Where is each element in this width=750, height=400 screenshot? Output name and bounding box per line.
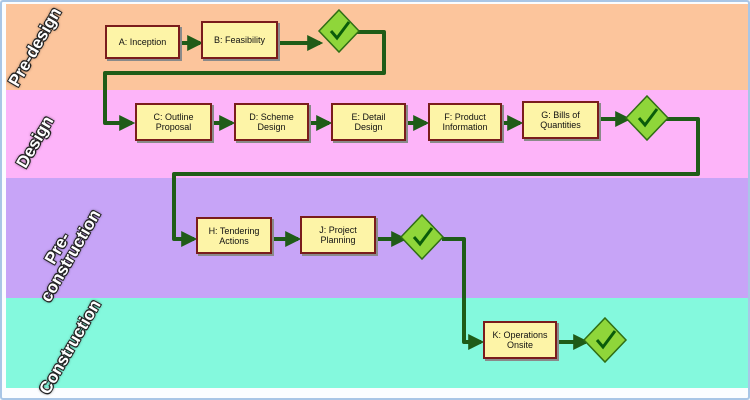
check-diamond-icon	[582, 316, 628, 364]
milestone-1	[317, 8, 361, 54]
connector-milestone3-k	[442, 237, 485, 350]
connector-milestone1-c	[103, 30, 386, 131]
check-diamond-icon	[317, 8, 361, 54]
check-diamond-icon	[399, 213, 445, 261]
milestone-2	[624, 94, 670, 142]
task-b-feasibility: B: Feasibility	[201, 21, 278, 59]
task-f-product-information: F: Product Information	[428, 103, 502, 141]
connector-milestone2-h	[172, 117, 700, 247]
task-c-outline-proposal: C: Outline Proposal	[135, 103, 212, 141]
task-g-bills-of-quantities: G: Bills of Quantities	[522, 101, 599, 139]
task-a-inception: A: Inception	[105, 25, 180, 59]
lane-construction	[6, 298, 748, 388]
check-diamond-icon	[624, 94, 670, 142]
task-k-operations-onsite: K: Operations Onsite	[483, 321, 557, 359]
task-h-tendering-actions: H: Tendering Actions	[196, 217, 272, 254]
task-e-detail-design: E: Detail Design	[331, 103, 406, 141]
milestone-3	[399, 213, 445, 261]
task-j-project-planning: J: Project Planning	[300, 216, 376, 254]
task-d-scheme-design: D: Scheme Design	[234, 103, 309, 141]
milestone-4	[582, 316, 628, 364]
